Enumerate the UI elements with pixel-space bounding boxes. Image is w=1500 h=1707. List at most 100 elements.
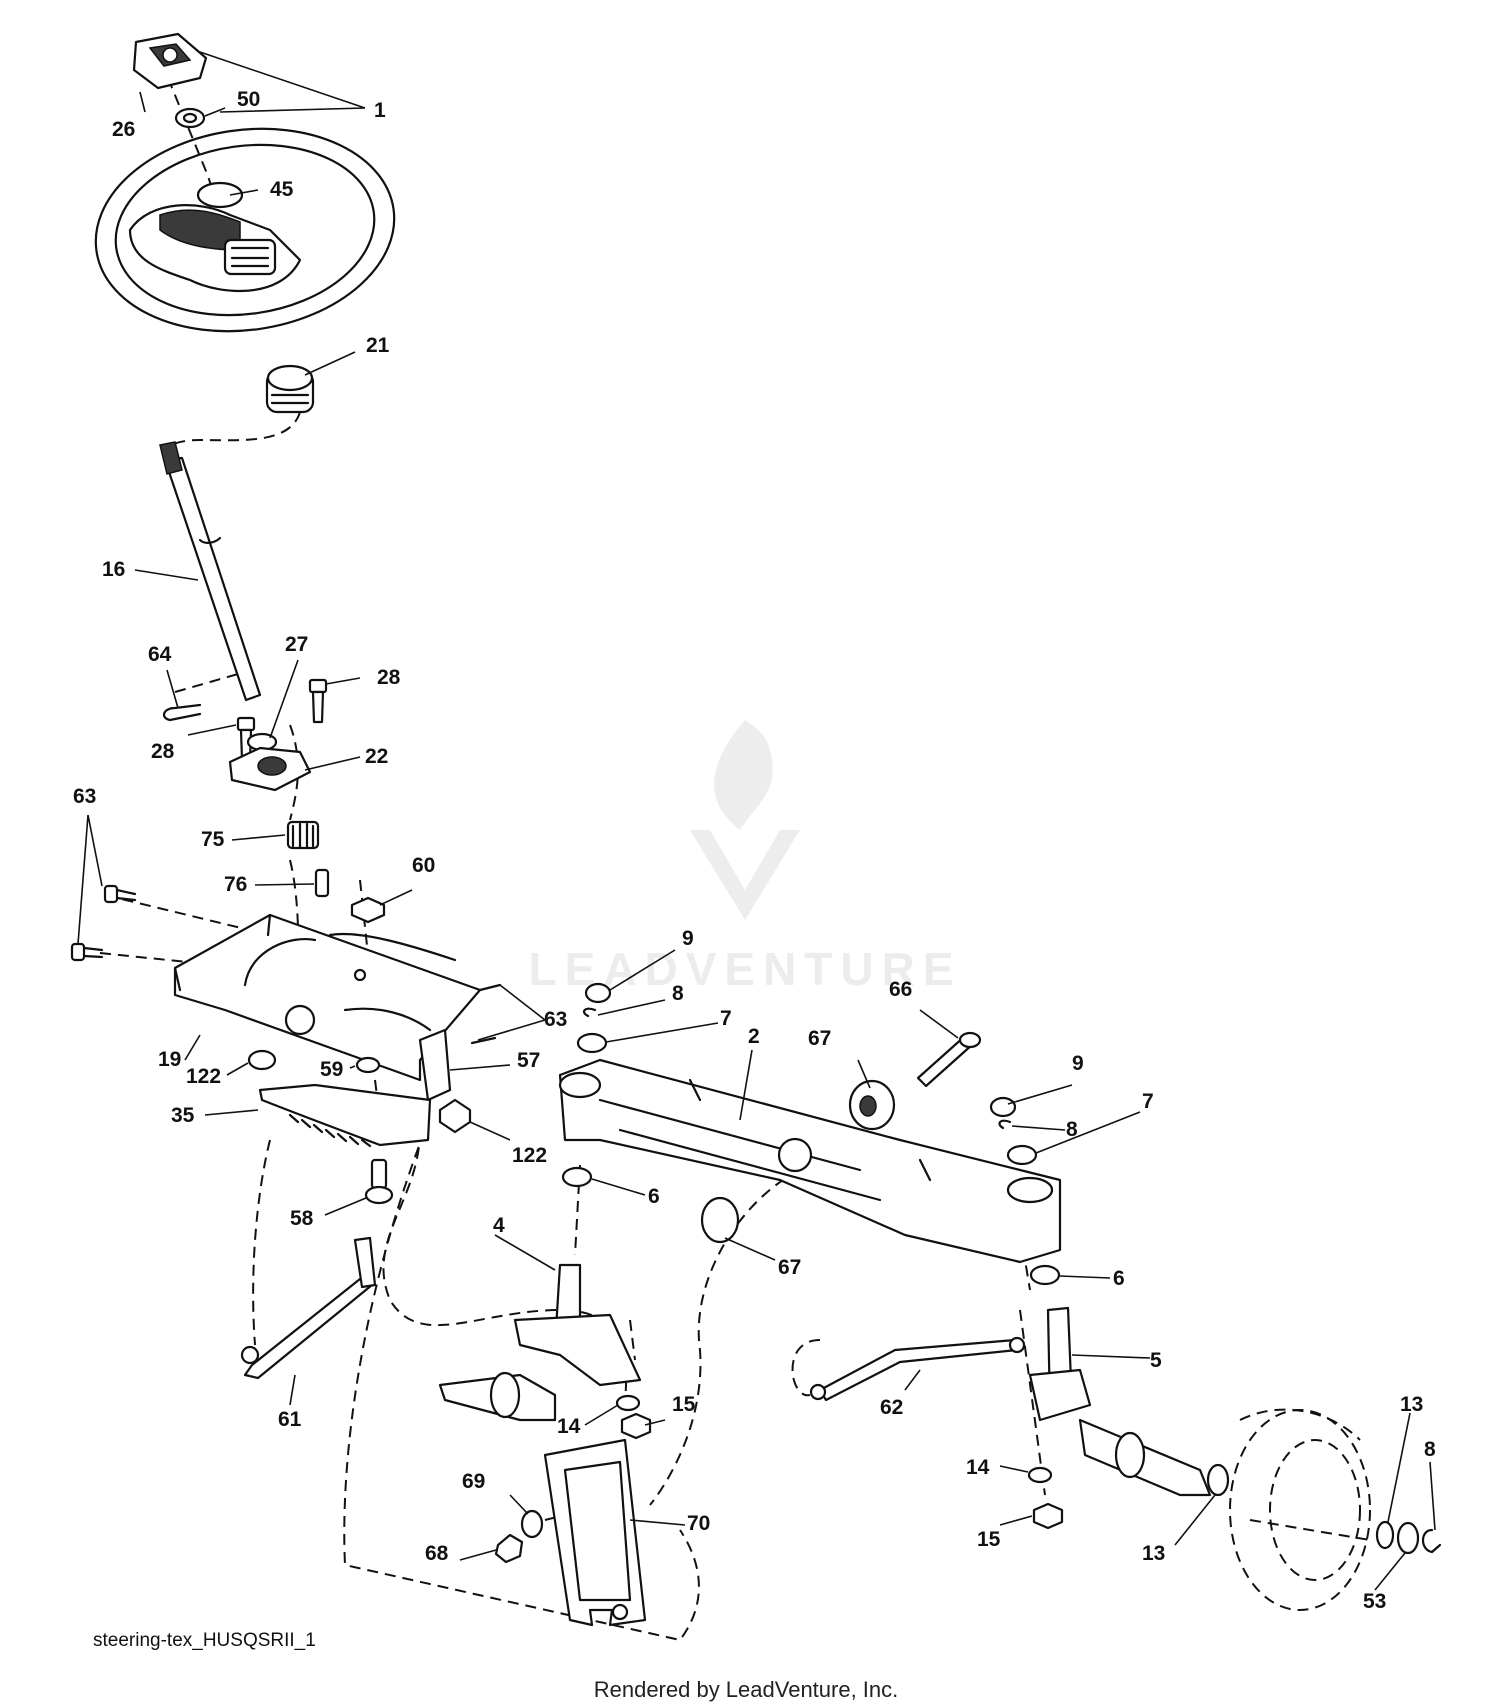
callout-8-right: 8 <box>1066 1118 1078 1141</box>
steering-wheel-1 <box>94 127 396 333</box>
leadventure-watermark: LEADVENTURE <box>528 720 954 995</box>
callout-16: 16 <box>102 558 125 581</box>
callout-66: 66 <box>889 978 912 1001</box>
callout-9-left: 9 <box>682 927 694 950</box>
bushing-67-upper <box>848 1079 896 1131</box>
bearing-bracket-22 <box>228 746 312 792</box>
steering-gear-21 <box>265 364 315 414</box>
flame-watermark-icon <box>714 720 773 830</box>
callout-5: 5 <box>1150 1349 1162 1372</box>
bolt-58 <box>364 1158 394 1205</box>
cap-9-left <box>584 982 612 1004</box>
callout-122-right: 122 <box>512 1144 547 1167</box>
steering-shaft-16 <box>159 441 262 702</box>
bolt-63-upper <box>103 884 137 904</box>
callout-53: 53 <box>1363 1590 1386 1613</box>
diagram-caption: steering-tex_HUSQSRII_1 <box>93 1630 316 1651</box>
bolt-68 <box>494 1533 524 1564</box>
v-watermark-icon <box>690 830 800 920</box>
nut-50 <box>174 107 206 129</box>
callout-8-left: 8 <box>672 982 684 1005</box>
callout-8-outer: 8 <box>1424 1438 1436 1461</box>
washer-6-left <box>561 1166 593 1188</box>
tie-rod-62 <box>809 1336 1026 1402</box>
clip-8-right <box>998 1119 1012 1130</box>
axle-shield-70 <box>543 1438 647 1627</box>
washer-59 <box>355 1056 381 1074</box>
bushing-75 <box>286 820 320 850</box>
callout-26: 26 <box>112 118 135 141</box>
callout-35: 35 <box>171 1104 195 1127</box>
callout-15-right: 15 <box>977 1528 1001 1551</box>
callout-57: 57 <box>517 1049 540 1072</box>
callout-labels: 1 26 50 45 21 16 64 27 28 28 22 63 75 76… <box>73 88 1436 1613</box>
callout-6-left: 6 <box>648 1185 660 1208</box>
callout-67-lower: 67 <box>778 1256 801 1279</box>
washer-14-right <box>1027 1466 1053 1484</box>
callout-75: 75 <box>201 828 225 851</box>
callout-19: 19 <box>158 1048 181 1071</box>
callout-21: 21 <box>366 334 390 357</box>
nut-122-left <box>247 1049 277 1071</box>
callout-14-right: 14 <box>966 1456 990 1479</box>
clip-8-left <box>582 1007 597 1018</box>
render-footer: Rendered by LeadVenture, Inc. <box>594 1677 899 1702</box>
nut-15-right <box>1032 1502 1064 1530</box>
callout-63-right: 63 <box>544 1008 567 1031</box>
leader-lines <box>77 51 1436 1591</box>
callout-70: 70 <box>687 1512 710 1535</box>
drag-link-61 <box>240 1236 377 1380</box>
callout-122-left: 122 <box>186 1065 221 1088</box>
callout-58: 58 <box>290 1207 314 1230</box>
callout-7-left: 7 <box>720 1007 732 1030</box>
nut-15-left <box>620 1412 652 1440</box>
front-tire <box>1229 1408 1371 1611</box>
bushing-67-lower <box>700 1196 740 1244</box>
pin-76 <box>314 868 330 898</box>
callout-63-left: 63 <box>73 785 96 808</box>
callout-45: 45 <box>270 178 294 201</box>
callout-69: 69 <box>462 1470 485 1493</box>
washer-69 <box>520 1509 544 1539</box>
callout-4: 4 <box>493 1214 505 1237</box>
assembly-lines <box>99 77 1371 1642</box>
washer-53 <box>1396 1521 1420 1555</box>
clip-8-outer <box>1421 1528 1442 1554</box>
nut-122-right <box>438 1098 472 1134</box>
callout-28-upper: 28 <box>377 666 401 689</box>
callout-9-right: 9 <box>1072 1052 1084 1075</box>
callout-15-left: 15 <box>672 1393 696 1416</box>
steering-plate-19 <box>173 913 482 1082</box>
callout-76: 76 <box>224 873 247 896</box>
callout-67-upper: 67 <box>808 1027 831 1050</box>
washer-13-outer <box>1375 1520 1395 1550</box>
cap-9-right <box>989 1096 1017 1118</box>
spindle-4 <box>438 1263 642 1422</box>
callout-62: 62 <box>880 1396 903 1419</box>
steering-cap-26 <box>132 32 208 90</box>
callout-27: 27 <box>285 633 308 656</box>
washer-45 <box>196 181 244 209</box>
washer-14-left <box>615 1394 641 1412</box>
bolt-28-upper <box>308 678 328 724</box>
callout-60: 60 <box>412 854 435 877</box>
front-axle-2 <box>558 1058 1062 1264</box>
callout-28-lower: 28 <box>151 740 175 763</box>
callout-13-inner: 13 <box>1142 1542 1165 1565</box>
washer-13-inner <box>1206 1463 1230 1497</box>
spindle-5 <box>1028 1306 1212 1497</box>
pivot-bolt-66 <box>916 1031 982 1088</box>
sector-gear-35 <box>258 1083 432 1148</box>
bolt-63-lower <box>70 942 104 962</box>
callout-64: 64 <box>148 643 172 666</box>
callout-6-right: 6 <box>1113 1267 1125 1290</box>
bracket-57 <box>418 1028 452 1102</box>
callout-59: 59 <box>320 1058 343 1081</box>
callout-2: 2 <box>748 1025 760 1048</box>
cotter-pin-64 <box>162 703 202 722</box>
callout-61: 61 <box>278 1408 302 1431</box>
nut-60 <box>350 896 386 924</box>
callout-14-left: 14 <box>557 1415 581 1438</box>
washer-7-left <box>576 1032 608 1054</box>
